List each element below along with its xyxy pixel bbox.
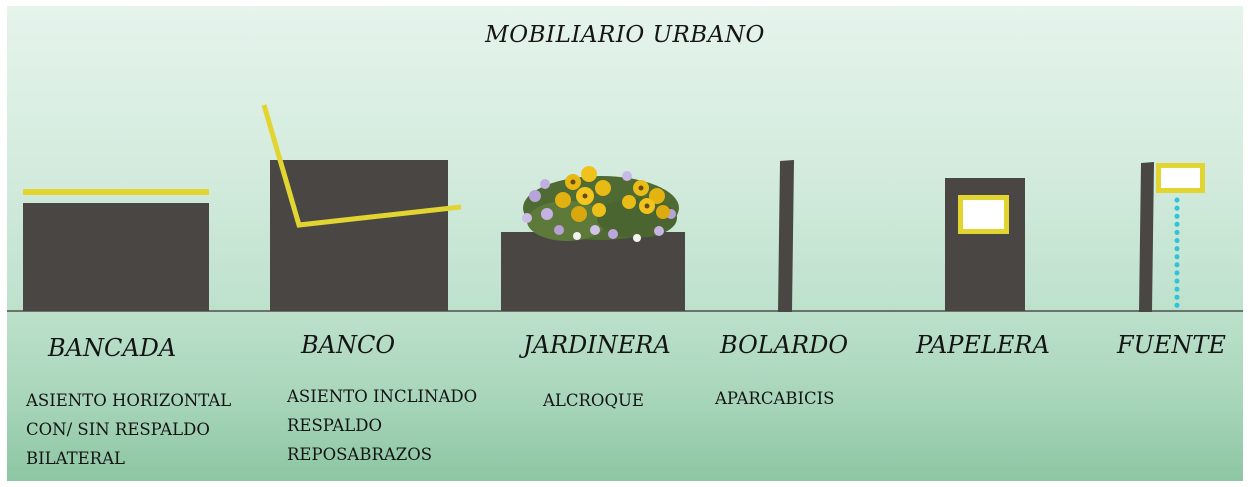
note-line: ALCROQUE xyxy=(543,391,644,410)
bancada-body xyxy=(23,203,209,311)
banco-seat-line xyxy=(261,104,462,228)
note-line: BILATERAL xyxy=(26,449,125,468)
fuente-post xyxy=(1139,162,1154,312)
note-bolardo: APARCABICIS xyxy=(715,384,834,413)
note-line: CON/ SIN RESPALDO xyxy=(26,420,210,439)
banco-body xyxy=(270,160,448,311)
papelera-figure xyxy=(945,178,1025,311)
fuente-figure xyxy=(1139,162,1205,312)
page-title: MOBILIARIO URBANO xyxy=(485,22,765,48)
note-jardinera: ALCROQUE xyxy=(543,386,644,415)
note-line: REPOSABRAZOS xyxy=(287,445,433,464)
note-line: RESPALDO xyxy=(287,416,382,435)
note-line: ASIENTO HORIZONTAL xyxy=(26,391,232,410)
banco-figure xyxy=(261,104,462,311)
label-bancada: BANCADA xyxy=(48,334,177,362)
bolardo-figure xyxy=(778,160,794,312)
label-bolardo: BOLARDO xyxy=(720,331,849,359)
label-fuente: FUENTE xyxy=(1117,331,1226,359)
note-line: ASIENTO INCLINADO xyxy=(287,387,478,406)
papelera-opening xyxy=(958,195,1009,234)
jardinera-body xyxy=(501,232,685,311)
note-bancada: ASIENTO HORIZONTAL CON/ SIN RESPALDO BIL… xyxy=(26,386,231,473)
furniture-scene xyxy=(7,104,1243,312)
label-papelera: PAPELERA xyxy=(916,331,1050,359)
diagram-panel: MOBILIARIO URBANO xyxy=(7,6,1243,481)
flowers-image xyxy=(522,166,679,242)
bancada-figure xyxy=(23,189,209,311)
note-line: APARCABICIS xyxy=(715,389,835,408)
fuente-spout xyxy=(1156,163,1205,193)
jardinera-figure xyxy=(501,166,685,311)
note-banco: ASIENTO INCLINADO RESPALDO REPOSABRAZOS xyxy=(287,382,477,469)
label-jardinera: JARDINERA xyxy=(523,331,671,359)
label-banco: BANCO xyxy=(301,331,396,359)
